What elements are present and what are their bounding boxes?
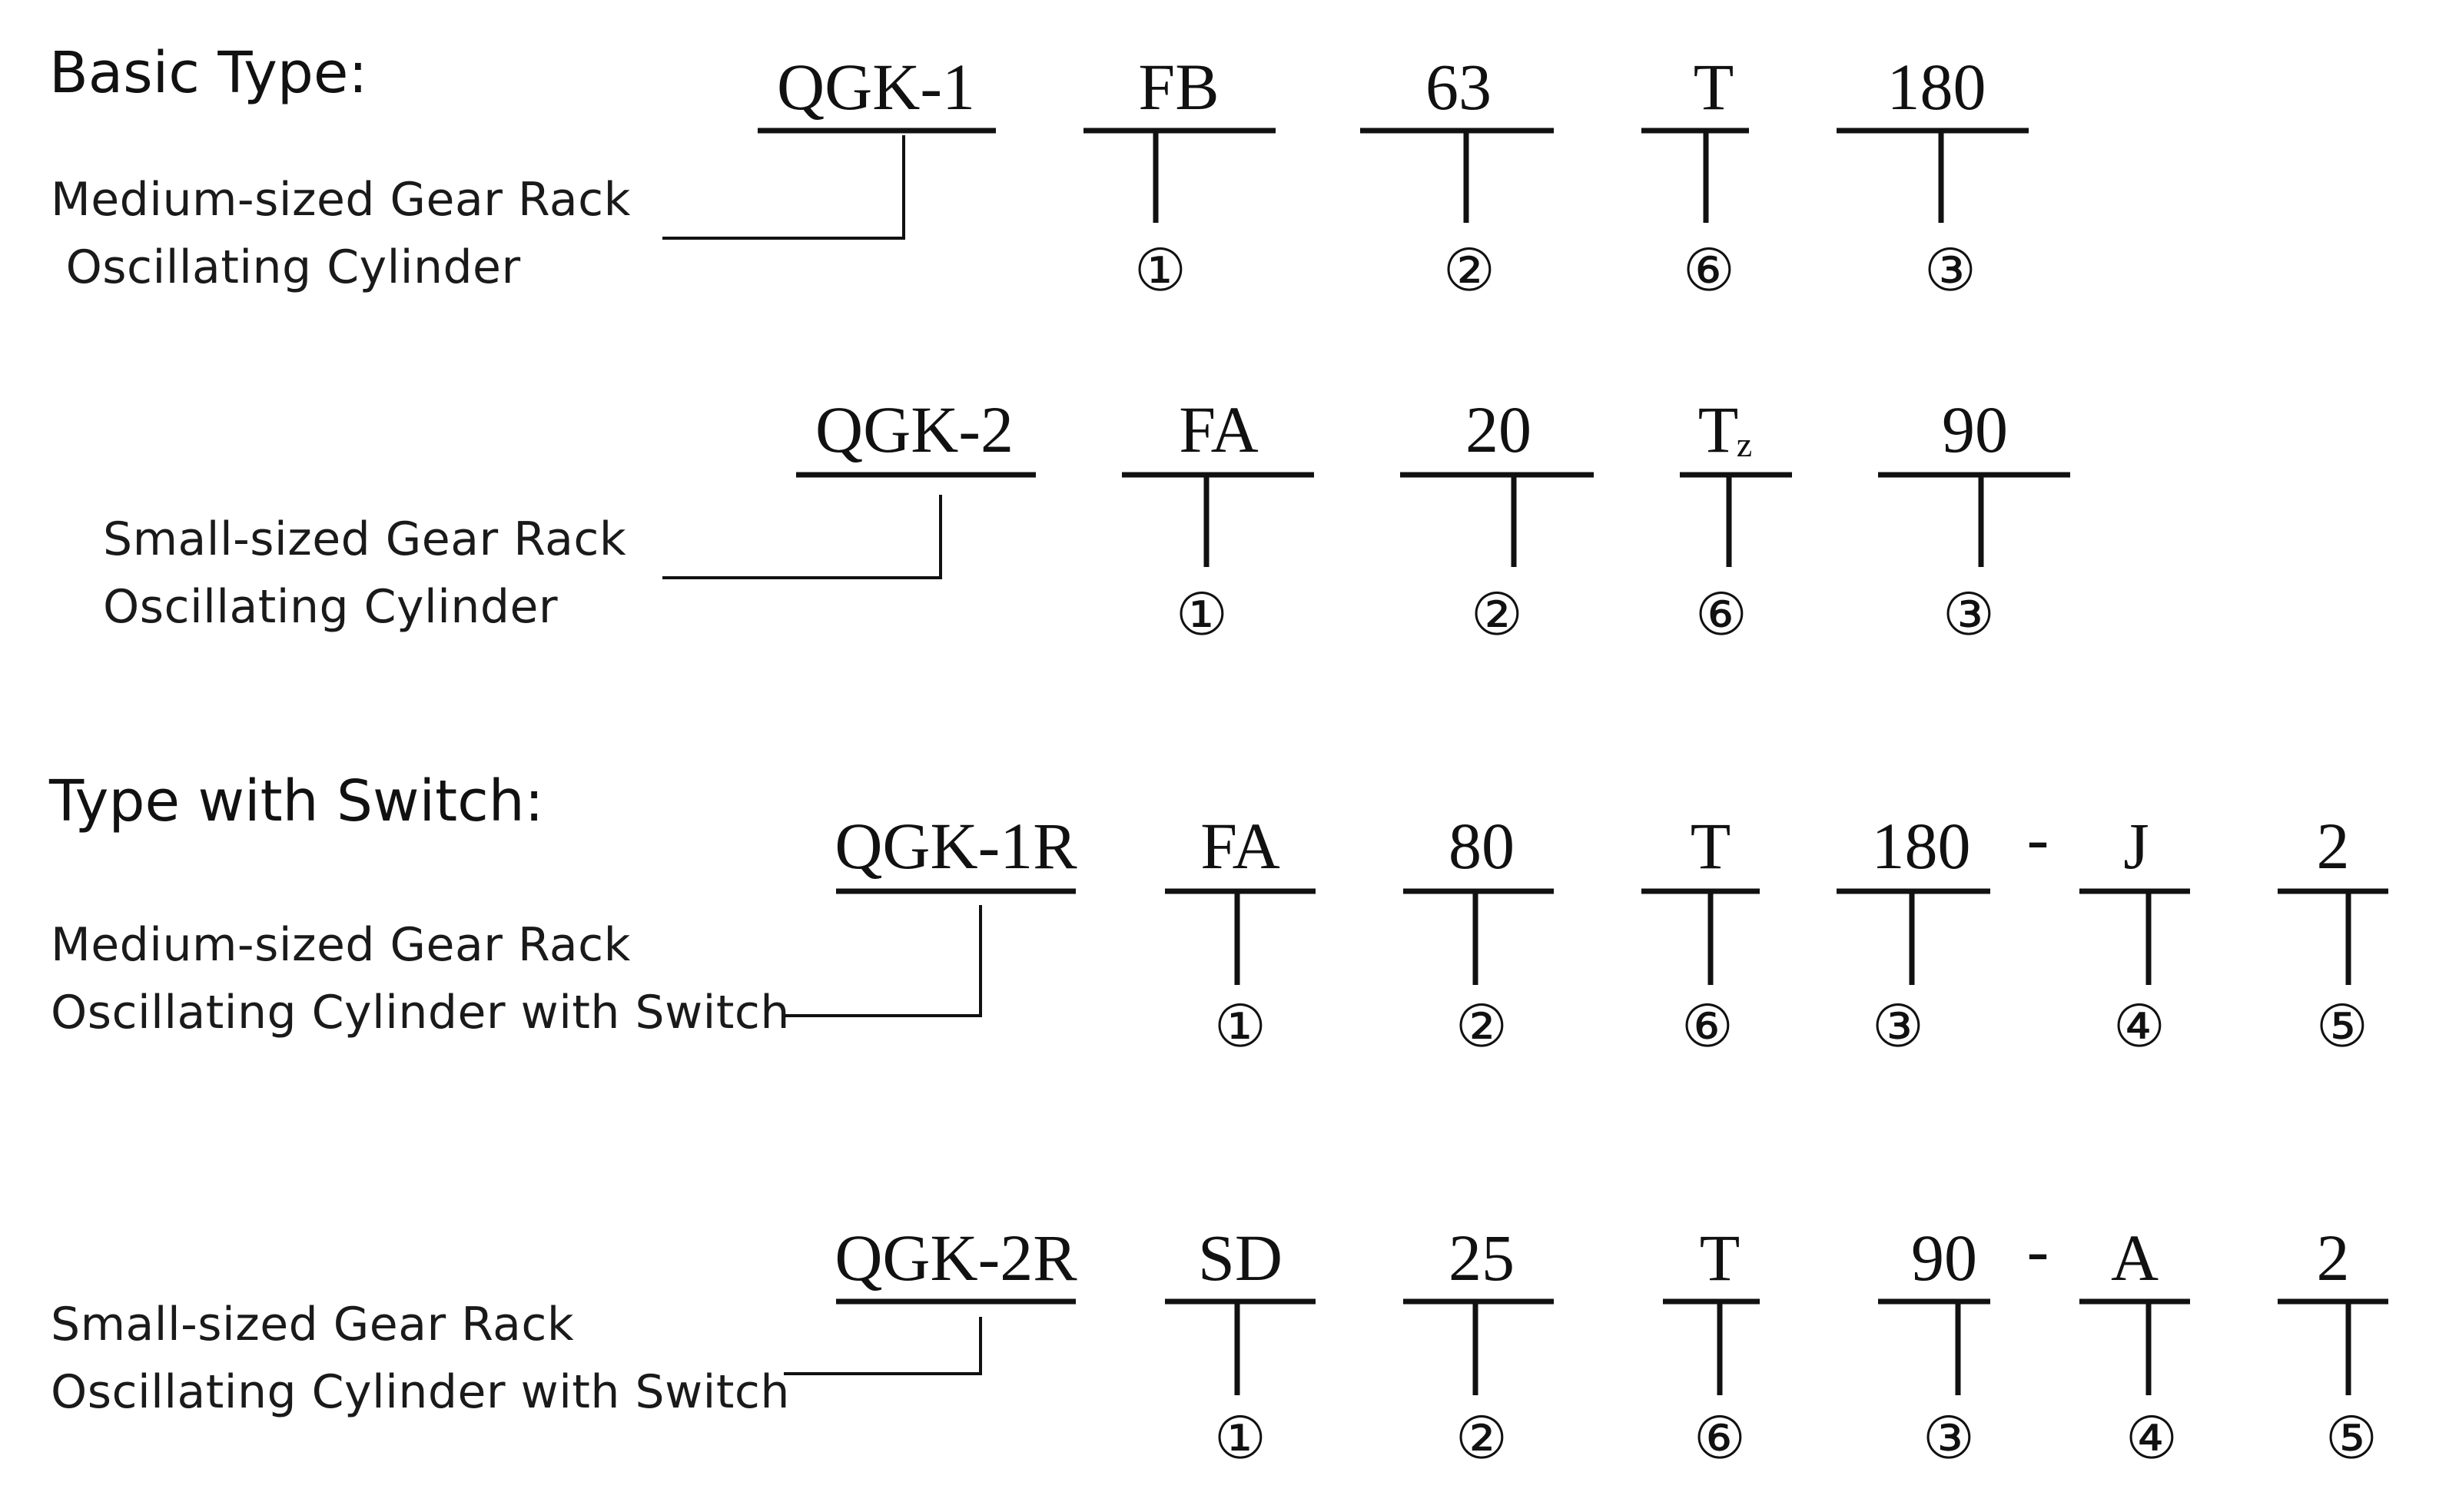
marker-6: ⑥	[1695, 580, 1747, 648]
code-segment-5: A	[2111, 1221, 2159, 1295]
code-segment-4: 180	[1887, 50, 1986, 124]
heading-basic-type: Basic Type:	[49, 40, 367, 106]
description-leader-line	[784, 1317, 982, 1375]
marker-3: ③	[1872, 992, 1924, 1060]
marker-4: ④	[2113, 992, 2165, 1060]
row-description-line-1: Small-sized Gear Rack	[51, 1298, 574, 1351]
row-description-line-1: Medium-sized Gear Rack	[51, 173, 631, 227]
description-leader-line	[662, 135, 905, 240]
code-row-qgk-2r: Small-sized Gear Rack Oscillating Cylind…	[51, 1213, 2388, 1472]
marker-4: ④	[2125, 1404, 2178, 1472]
marker-6: ⑥	[1683, 236, 1735, 304]
marker-1: ①	[1214, 992, 1266, 1060]
code-segment-2: 80	[1449, 809, 1515, 883]
marker-2: ②	[1471, 580, 1523, 648]
marker-6: ⑥	[1694, 1404, 1746, 1472]
code-segment-2: 25	[1449, 1221, 1515, 1295]
row-description-line-2: Oscillating Cylinder with Switch	[51, 1365, 790, 1419]
code-series: QGK-2	[815, 393, 1014, 466]
code-segment-4: 90	[1911, 1221, 1977, 1295]
marker-3: ③	[1943, 580, 1995, 648]
code-row-qgk-1r: Medium-sized Gear Rack Oscillating Cylin…	[51, 801, 2388, 1060]
code-segment-3: T	[1691, 809, 1731, 883]
code-segment-3: T z	[1698, 393, 1752, 466]
heading-type-with-switch: Type with Switch:	[48, 768, 544, 834]
code-series: QGK-1R	[835, 809, 1077, 883]
code-series: QGK-2R	[835, 1221, 1077, 1295]
marker-2: ②	[1443, 236, 1495, 304]
row-description-line-1: Small-sized Gear Rack	[103, 512, 626, 566]
marker-5: ⑤	[2316, 992, 2368, 1060]
code-segment-4: 180	[1872, 809, 1971, 883]
code-segment-3: T	[1700, 1221, 1741, 1295]
marker-1: ①	[1214, 1404, 1266, 1472]
code-segment-1: FA	[1179, 393, 1259, 466]
code-segment-1: SD	[1198, 1221, 1283, 1295]
marker-3: ③	[1924, 236, 1976, 304]
code-separator: -	[2027, 801, 2049, 875]
row-description-line-2: Oscillating Cylinder	[103, 580, 558, 634]
marker-5: ⑤	[2325, 1404, 2378, 1472]
code-segment-1: FA	[1200, 809, 1280, 883]
code-segment-1: FB	[1138, 50, 1219, 124]
description-leader-line	[784, 905, 982, 1017]
description-leader-line	[662, 495, 942, 579]
code-segment-6: 2	[2317, 1221, 2350, 1295]
row-description-line-2: Oscillating Cylinder with Switch	[51, 986, 790, 1040]
code-segment-3-letter: T	[1698, 393, 1739, 466]
marker-6: ⑥	[1681, 992, 1734, 1060]
marker-1: ①	[1134, 236, 1186, 304]
marker-1: ①	[1176, 580, 1228, 648]
code-series: QGK-1	[777, 50, 975, 124]
code-row-qgk-1: Medium-sized Gear Rack Oscillating Cylin…	[51, 50, 2029, 304]
row-description-line-1: Medium-sized Gear Rack	[51, 918, 631, 972]
code-segment-4: 90	[1942, 393, 2008, 466]
marker-2: ②	[1455, 992, 1508, 1060]
code-segment-3: T	[1694, 50, 1734, 124]
code-row-qgk-2: Small-sized Gear Rack Oscillating Cylind…	[103, 393, 2070, 648]
code-separator: -	[2027, 1213, 2049, 1287]
code-segment-3-subscript: z	[1737, 425, 1752, 464]
marker-2: ②	[1455, 1404, 1508, 1472]
row-description-line-2: Oscillating Cylinder	[51, 240, 521, 294]
code-segment-2: 20	[1465, 393, 1531, 466]
code-segment-6: 2	[2317, 809, 2350, 883]
code-segment-2: 63	[1425, 50, 1492, 124]
code-segment-5: J	[2123, 809, 2149, 883]
marker-3: ③	[1923, 1404, 1975, 1472]
